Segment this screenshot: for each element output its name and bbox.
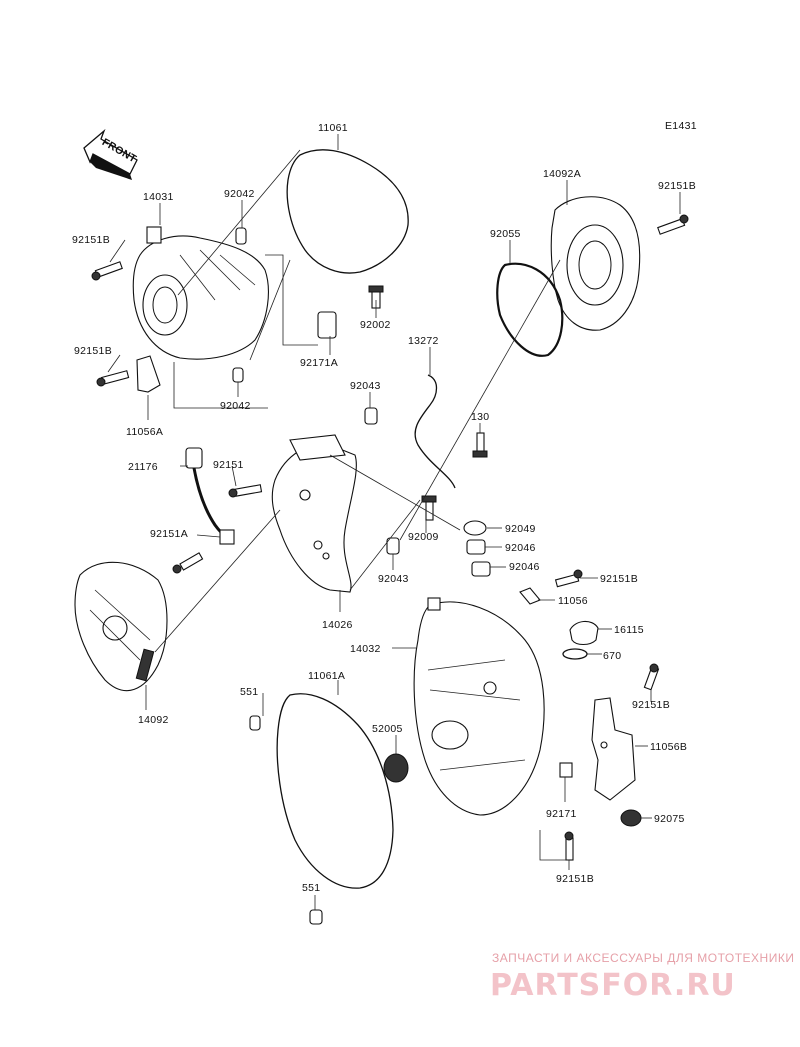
diagram-code: E1431 bbox=[665, 120, 697, 132]
bolt-92009 bbox=[421, 495, 437, 521]
bolt-92151 bbox=[228, 484, 263, 498]
inner-cover-14026 bbox=[271, 434, 357, 593]
label-14092: 14092 bbox=[138, 714, 169, 726]
label-92043-bottom: 92043 bbox=[378, 573, 409, 585]
bolt-130 bbox=[472, 432, 488, 458]
label-52005: 52005 bbox=[372, 723, 403, 735]
label-92171: 92171 bbox=[546, 808, 577, 820]
o-ring-670 bbox=[562, 648, 588, 660]
label-551-bottom: 551 bbox=[302, 882, 320, 894]
label-670: 670 bbox=[603, 650, 621, 662]
gasket-13272 bbox=[414, 374, 456, 489]
label-92171a: 92171A bbox=[300, 357, 338, 369]
label-11056: 11056 bbox=[558, 595, 588, 607]
label-11056a: 11056A bbox=[126, 426, 163, 438]
bolt-92151b-3 bbox=[657, 214, 689, 235]
label-92042-top: 92042 bbox=[224, 188, 255, 200]
label-92075: 92075 bbox=[654, 813, 685, 825]
label-21176: 21176 bbox=[128, 461, 158, 473]
dowel-pin-92042-2 bbox=[232, 367, 244, 383]
bracket-11056b bbox=[591, 697, 636, 801]
label-92002: 92002 bbox=[360, 319, 391, 331]
label-92046-1: 92046 bbox=[505, 542, 536, 554]
label-14026: 14026 bbox=[322, 619, 353, 631]
label-11061a: 11061A bbox=[308, 670, 345, 682]
label-92042-bottom: 92042 bbox=[220, 400, 251, 412]
label-92151b-6: 92151B bbox=[556, 873, 594, 885]
label-92049: 92049 bbox=[505, 523, 536, 535]
label-551-top: 551 bbox=[240, 686, 258, 698]
gasket-11061a bbox=[276, 693, 394, 889]
bushing-92046-2 bbox=[471, 561, 491, 577]
dowel-pin-92043-1 bbox=[364, 407, 378, 425]
bolt-92151b-6 bbox=[564, 831, 574, 861]
label-92055: 92055 bbox=[490, 228, 521, 240]
label-92151b-3: 92151B bbox=[658, 180, 696, 192]
dowel-pin-551-1 bbox=[249, 715, 261, 731]
label-14032: 14032 bbox=[350, 643, 381, 655]
label-14092a: 14092A bbox=[543, 168, 581, 180]
bolt-92151a bbox=[172, 552, 204, 574]
watermark-tagline: ЗАПЧАСТИ И АКСЕССУАРЫ ДЛЯ МОТОТЕХНИКИ bbox=[492, 951, 794, 965]
bolt-92151b-2 bbox=[96, 370, 130, 387]
bolt-92151b-4 bbox=[554, 569, 583, 588]
label-92151b-1: 92151B bbox=[72, 234, 110, 246]
bracket-11056 bbox=[519, 587, 541, 605]
filler-cap-16115 bbox=[569, 620, 599, 646]
bushing-92046-1 bbox=[466, 539, 486, 555]
clutch-cover-14032 bbox=[413, 597, 545, 816]
label-92009: 92009 bbox=[408, 531, 439, 543]
pickup-cover-14031 bbox=[132, 226, 269, 393]
label-92151b-5: 92151B bbox=[632, 699, 670, 711]
label-11061: 11061 bbox=[318, 122, 348, 134]
watermark: ЗАПЧАСТИ И АКСЕССУАРЫ ДЛЯ МОТОТЕХНИКИ PA… bbox=[490, 951, 794, 1003]
leader-lines bbox=[107, 134, 681, 910]
label-92046-2: 92046 bbox=[509, 561, 540, 573]
label-92151b-2: 92151B bbox=[74, 345, 112, 357]
label-130: 130 bbox=[471, 411, 489, 423]
label-16115: 16115 bbox=[614, 624, 644, 636]
gasket-92055 bbox=[496, 262, 564, 357]
part-number-labels: 11061 14031 92042 92151B 92002 92151B 92… bbox=[72, 122, 696, 894]
grommet-92171 bbox=[559, 762, 573, 778]
label-11056b: 11056B bbox=[650, 741, 687, 753]
label-92151: 92151 bbox=[213, 459, 244, 471]
label-92151b-4: 92151B bbox=[600, 573, 638, 585]
bolt-92151b-1 bbox=[91, 261, 123, 281]
dowel-pin-551-2 bbox=[309, 909, 323, 925]
dowel-pin-92042-1 bbox=[235, 227, 247, 245]
cover-14092 bbox=[74, 561, 168, 692]
label-13272: 13272 bbox=[408, 335, 439, 347]
label-92043-top: 92043 bbox=[350, 380, 381, 392]
label-92151a: 92151A bbox=[150, 528, 188, 540]
watermark-logo: PARTSFOR.RU bbox=[490, 968, 736, 1003]
label-14031: 14031 bbox=[143, 191, 174, 203]
cover-14092a bbox=[550, 196, 641, 331]
sensor-21176 bbox=[185, 447, 235, 545]
gasket-11061 bbox=[286, 149, 409, 274]
oil-seal-92049 bbox=[463, 520, 487, 536]
bolt-92151b-5 bbox=[643, 663, 660, 691]
damper-92075 bbox=[620, 809, 642, 827]
grommet-92171a bbox=[317, 311, 337, 339]
front-arrow-icon: FRONT bbox=[83, 128, 139, 180]
oil-level-gauge-52005 bbox=[383, 753, 409, 783]
